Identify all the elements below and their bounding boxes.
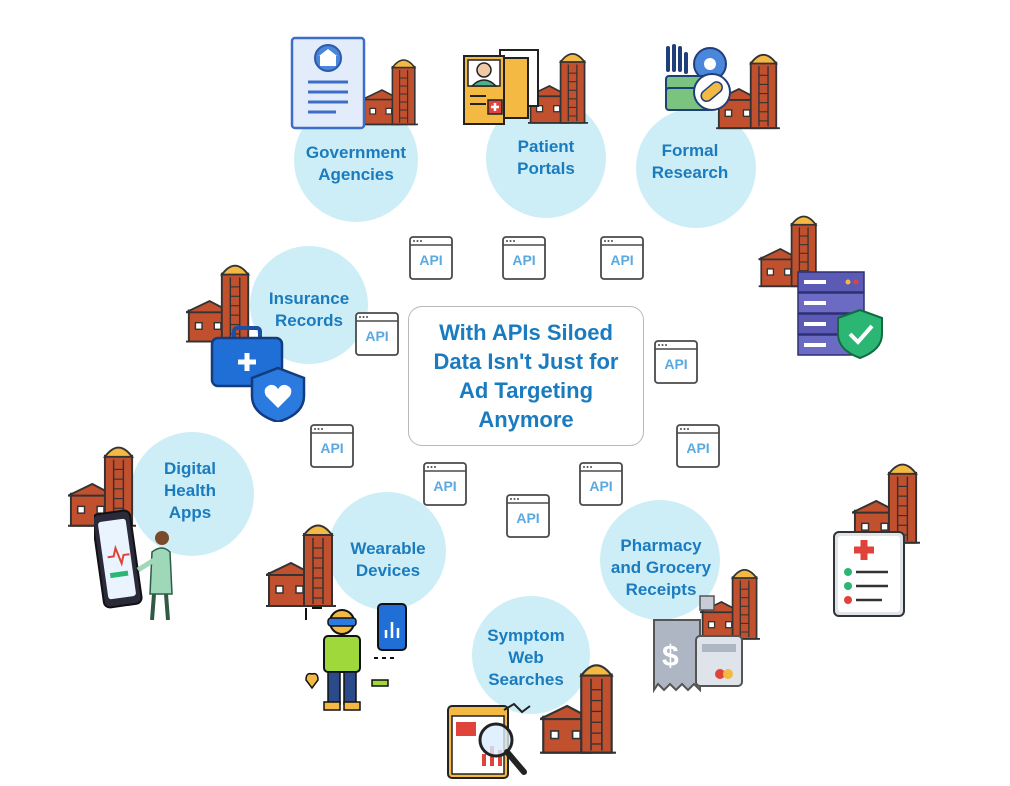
- checklist-icon: [833, 531, 905, 617]
- silo-icon: [362, 52, 418, 128]
- insurance-kit-icon: [210, 326, 306, 422]
- label-pharmacy-grocery-receipts: Pharmacy and Grocery Receipts: [610, 536, 712, 599]
- label-government-agencies: Government Agencies: [305, 143, 407, 184]
- receipt-icon: $: [653, 595, 743, 694]
- api-window-icon: API: [579, 462, 623, 506]
- bubble-wearable: [328, 492, 446, 610]
- label-patient-portals: Patient Portals: [517, 137, 575, 178]
- api-window-icon: API: [676, 424, 720, 468]
- phone-health-app-icon: [94, 509, 173, 621]
- bubble-digital-health: [130, 432, 254, 556]
- api-window-icon: API: [600, 236, 644, 280]
- center-title: With APIs Siloed Data Isn't Just for Ad …: [433, 320, 619, 432]
- api-label: API: [589, 478, 613, 494]
- api-label: API: [419, 252, 443, 268]
- web-search-icon: [447, 702, 531, 779]
- api-window-icon: API: [310, 424, 354, 468]
- api-label: API: [433, 478, 457, 494]
- api-window-icon: API: [355, 312, 399, 356]
- label-formal-research: Formal Research: [651, 141, 729, 182]
- label-symptom-web-searches: Symptom Web Searches: [487, 626, 565, 689]
- silo-icon: [266, 514, 336, 612]
- api-window-icon: API: [423, 462, 467, 506]
- api-window-icon: API: [409, 236, 453, 280]
- api-label: API: [686, 440, 710, 456]
- api-window-icon: API: [502, 236, 546, 280]
- svg-text:$: $: [662, 640, 679, 673]
- api-label: API: [512, 252, 536, 268]
- server-shield-icon: [797, 271, 883, 360]
- api-window-icon: API: [654, 340, 698, 384]
- api-label: API: [610, 252, 634, 268]
- label-insurance-records: Insurance Records: [268, 289, 350, 330]
- api-label: API: [320, 440, 344, 456]
- api-label: API: [664, 356, 688, 372]
- label-digital-health-apps: Digital Health Apps: [164, 459, 216, 522]
- government-document-icon: [290, 36, 366, 130]
- research-icon: [665, 44, 731, 111]
- center-title-box: With APIs Siloed Data Isn't Just for Ad …: [408, 306, 644, 446]
- api-label: API: [516, 510, 540, 526]
- wearable-person-icon: [305, 603, 407, 711]
- api-label: API: [365, 328, 389, 344]
- api-window-icon: API: [506, 494, 550, 538]
- patient-file-icon: [463, 49, 539, 125]
- bubble-symptom: [472, 596, 590, 714]
- label-wearable-devices: Wearable Devices: [350, 539, 426, 580]
